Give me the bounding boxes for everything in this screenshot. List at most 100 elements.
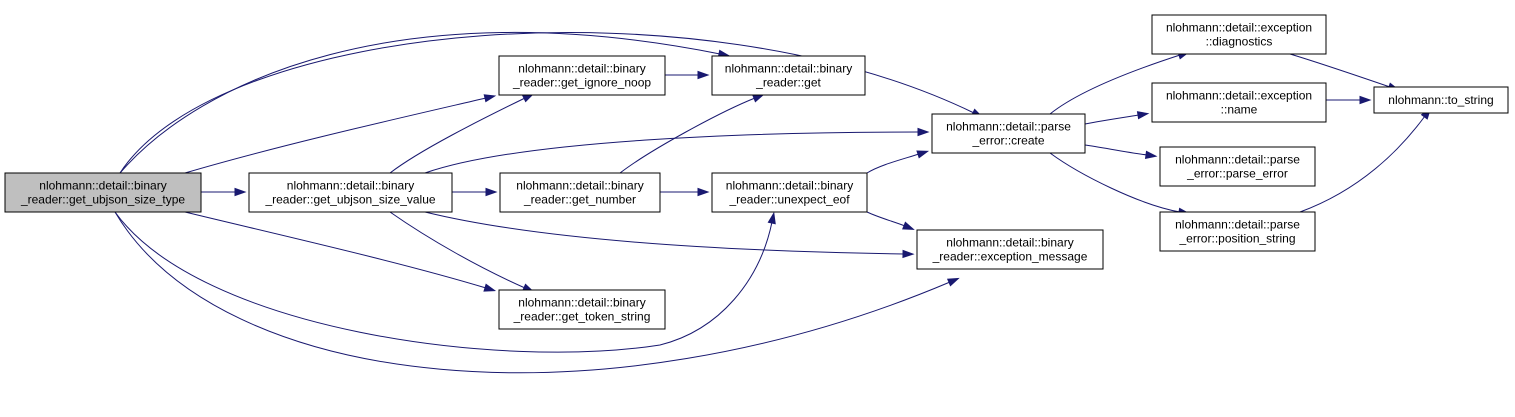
node-label: ::diagnostics (1206, 35, 1273, 49)
node-label: nlohmann::detail::exception (1166, 21, 1312, 35)
arrowhead-icon (1144, 150, 1158, 159)
node-label: _reader::get_ubjson_size_type (20, 193, 185, 207)
node-box (248, 172, 453, 213)
edge-n0-n5 (114, 211, 776, 353)
node-label: nlohmann::detail::binary (726, 179, 853, 193)
node-label: _reader::get_token_string (513, 310, 651, 324)
arrowhead-icon (752, 94, 765, 103)
node-box (1151, 82, 1327, 123)
node-label: nlohmann::detail::binary (518, 62, 645, 76)
edge-n3-n1 (389, 93, 535, 174)
node-label: _error::position_string (1178, 232, 1295, 246)
arrowhead-icon (902, 221, 915, 230)
edge-n0-n13 (184, 211, 497, 292)
edge-line (424, 211, 905, 255)
arrowhead-icon (483, 94, 497, 103)
edge-line (184, 211, 487, 289)
node-label: _reader::get_ubjson_size_value (264, 193, 435, 207)
edge-line (1049, 54, 1181, 115)
graph-node[interactable]: nlohmann::detail::binary_reader::get_ign… (498, 55, 666, 96)
node-box (1373, 86, 1509, 114)
node-label: nlohmann::detail::binary (516, 179, 643, 193)
graph-node[interactable]: nlohmann::detail::parse_error::parse_err… (1159, 146, 1316, 187)
edge-line (1289, 53, 1391, 88)
arrowhead-icon (485, 187, 498, 197)
edge-line (389, 97, 526, 174)
edge-n3-n6 (424, 127, 930, 174)
edge-n3-n12 (424, 211, 915, 259)
graph-node[interactable]: nlohmann::detail::binary_reader::get_num… (499, 172, 661, 213)
node-label: nlohmann::detail::binary (39, 179, 166, 193)
edge-line (389, 211, 526, 289)
graph-node[interactable]: nlohmann::detail::exception::diagnostics (1151, 14, 1327, 55)
node-box (1159, 146, 1316, 187)
node-label: _reader::get_ignore_noop (512, 76, 651, 90)
arrowhead-icon (697, 187, 710, 197)
edge-line (1049, 152, 1181, 213)
edge-n5-n6 (866, 150, 930, 174)
edge-n0-n3 (200, 187, 247, 197)
edge-n1-n2 (664, 70, 710, 80)
edge-n0-n1 (184, 94, 497, 174)
node-label: nlohmann::detail::binary (287, 179, 414, 193)
node-label: nlohmann::to_string (1388, 93, 1493, 107)
arrowhead-icon (1136, 111, 1150, 120)
node-label: _reader::get (755, 76, 821, 90)
node-label: nlohmann::detail::parse (946, 120, 1071, 134)
arrowhead-icon (697, 70, 710, 80)
edge-line (119, 32, 975, 174)
node-label: nlohmann::detail::parse (1175, 218, 1300, 232)
graph-node[interactable]: nlohmann::detail::exception::name (1151, 82, 1327, 123)
node-label: nlohmann::detail::binary (946, 236, 1073, 250)
edge-n6-n8 (1084, 111, 1150, 125)
node-box (916, 229, 1104, 270)
edge-line (1084, 144, 1148, 156)
node-box (1151, 14, 1327, 55)
graph-root-node: nlohmann::detail::binary_reader::get_ubj… (4, 172, 202, 213)
graph-node[interactable]: nlohmann::detail::binary_reader::get_tok… (498, 289, 666, 330)
arrowhead-icon (946, 277, 960, 287)
edge-line (114, 211, 773, 353)
edge-n3-n4 (451, 187, 498, 197)
edge-line (119, 31, 721, 174)
node-label: _reader::unexpect_eof (728, 193, 850, 207)
graph-node[interactable]: nlohmann::detail::binary_reader::unexpec… (711, 172, 868, 213)
edge-line (866, 153, 920, 174)
edge-line (114, 211, 951, 374)
node-box (711, 172, 868, 213)
edge-line (184, 97, 487, 174)
edge-line (424, 131, 920, 174)
node-label: _error::create (971, 134, 1044, 148)
node-label: _error::parse_error (1186, 167, 1288, 181)
edge-n10-n11 (1299, 107, 1432, 213)
arrowhead-icon (917, 127, 930, 137)
arrowhead-icon (902, 249, 915, 259)
graph-node[interactable]: nlohmann::detail::binary_reader::get_ubj… (248, 172, 453, 213)
node-label: nlohmann::detail::parse (1175, 153, 1300, 167)
edge-line (866, 211, 906, 227)
graph-node[interactable]: nlohmann::to_string (1373, 86, 1509, 114)
graph-node[interactable]: nlohmann::detail::parse_error::create (931, 113, 1086, 154)
node-box (498, 55, 666, 96)
graph-node[interactable]: nlohmann::detail::binary_reader::get (711, 55, 866, 96)
edge-n0-n6 (119, 32, 984, 174)
edge-line (1084, 114, 1140, 125)
graph-node[interactable]: nlohmann::detail::binary_reader::excepti… (916, 229, 1104, 270)
edge-n6-n9 (1084, 144, 1158, 159)
arrowhead-icon (767, 211, 776, 225)
edge-n3-n13 (389, 211, 535, 293)
node-box (711, 55, 866, 96)
edge-line (1299, 115, 1426, 213)
graph-node[interactable]: nlohmann::detail::parse_error::position_… (1159, 211, 1316, 252)
edge-n4-n2 (619, 94, 765, 174)
nodes-layer: nlohmann::detail::binary_reader::get_ubj… (4, 14, 1509, 330)
edge-n5-n12 (866, 211, 915, 230)
node-box (931, 113, 1086, 154)
arrowhead-icon (234, 187, 247, 197)
edge-n4-n5 (659, 187, 710, 197)
edges-layer (114, 31, 1432, 374)
node-box (498, 289, 666, 330)
node-label: nlohmann::detail::binary (518, 296, 645, 310)
edge-line (619, 97, 756, 174)
